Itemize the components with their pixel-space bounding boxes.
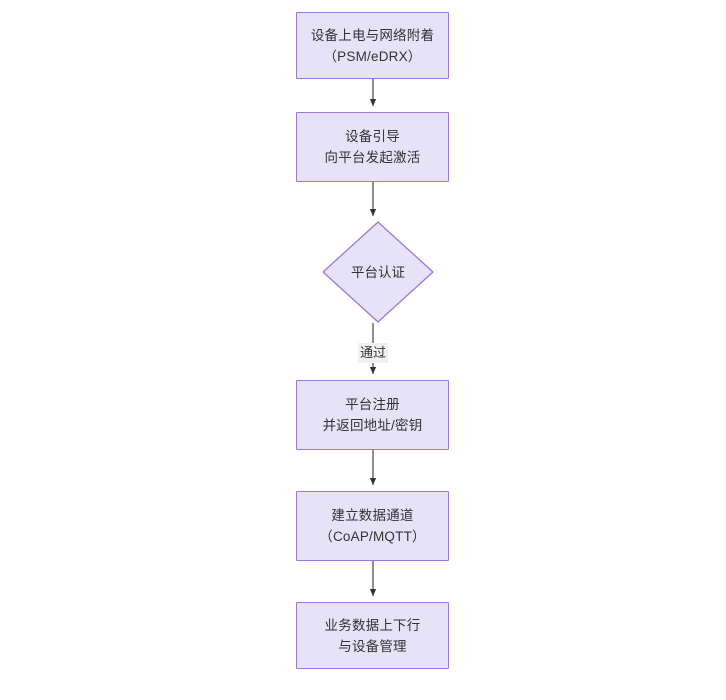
edge-label-pass: 通过 (357, 343, 389, 363)
node-platform-register-line1: 平台注册 (345, 397, 400, 412)
node-data-channel-line1: 建立数据通道 (331, 508, 414, 523)
node-power-on-line1: 设备上电与网络附着 (310, 27, 435, 43)
node-platform-auth[interactable]: 平台认证 (322, 221, 434, 323)
node-power-on-line2: （PSM/eDRX） (323, 48, 422, 64)
node-platform-register-line2: 并返回地址/密钥 (322, 418, 423, 433)
node-platform-auth-label: 平台认证 (351, 264, 405, 280)
node-data-channel-line2: （CoAP/MQTT） (319, 529, 426, 544)
node-platform-register[interactable]: 平台注册并返回地址/密钥 (296, 380, 449, 450)
node-service-data-line2: 与设备管理 (338, 638, 407, 654)
node-bootstrap-line1: 设备引导 (345, 129, 400, 144)
node-power-on[interactable]: 设备上电与网络附着 （PSM/eDRX） (296, 12, 449, 79)
node-platform-register-label: 平台注册并返回地址/密钥 (323, 394, 423, 436)
node-bootstrap-line2: 向平台发起激活 (324, 150, 421, 165)
node-data-channel[interactable]: 建立数据通道 （CoAP/MQTT） (296, 491, 449, 561)
diamond-shape (322, 221, 434, 323)
node-service-data-label: 业务数据上下行与设备管理 (325, 615, 421, 657)
node-data-channel-label: 建立数据通道 （CoAP/MQTT） (319, 505, 425, 547)
edge-label-pass-text: 通过 (359, 345, 387, 360)
node-bootstrap-label: 设备引导向平台发起激活 (325, 126, 421, 168)
node-bootstrap[interactable]: 设备引导向平台发起激活 (296, 112, 449, 182)
node-service-data[interactable]: 业务数据上下行与设备管理 (296, 602, 449, 669)
node-service-data-line1: 业务数据上下行 (324, 617, 421, 633)
node-power-on-label: 设备上电与网络附着 （PSM/eDRX） (311, 25, 434, 67)
